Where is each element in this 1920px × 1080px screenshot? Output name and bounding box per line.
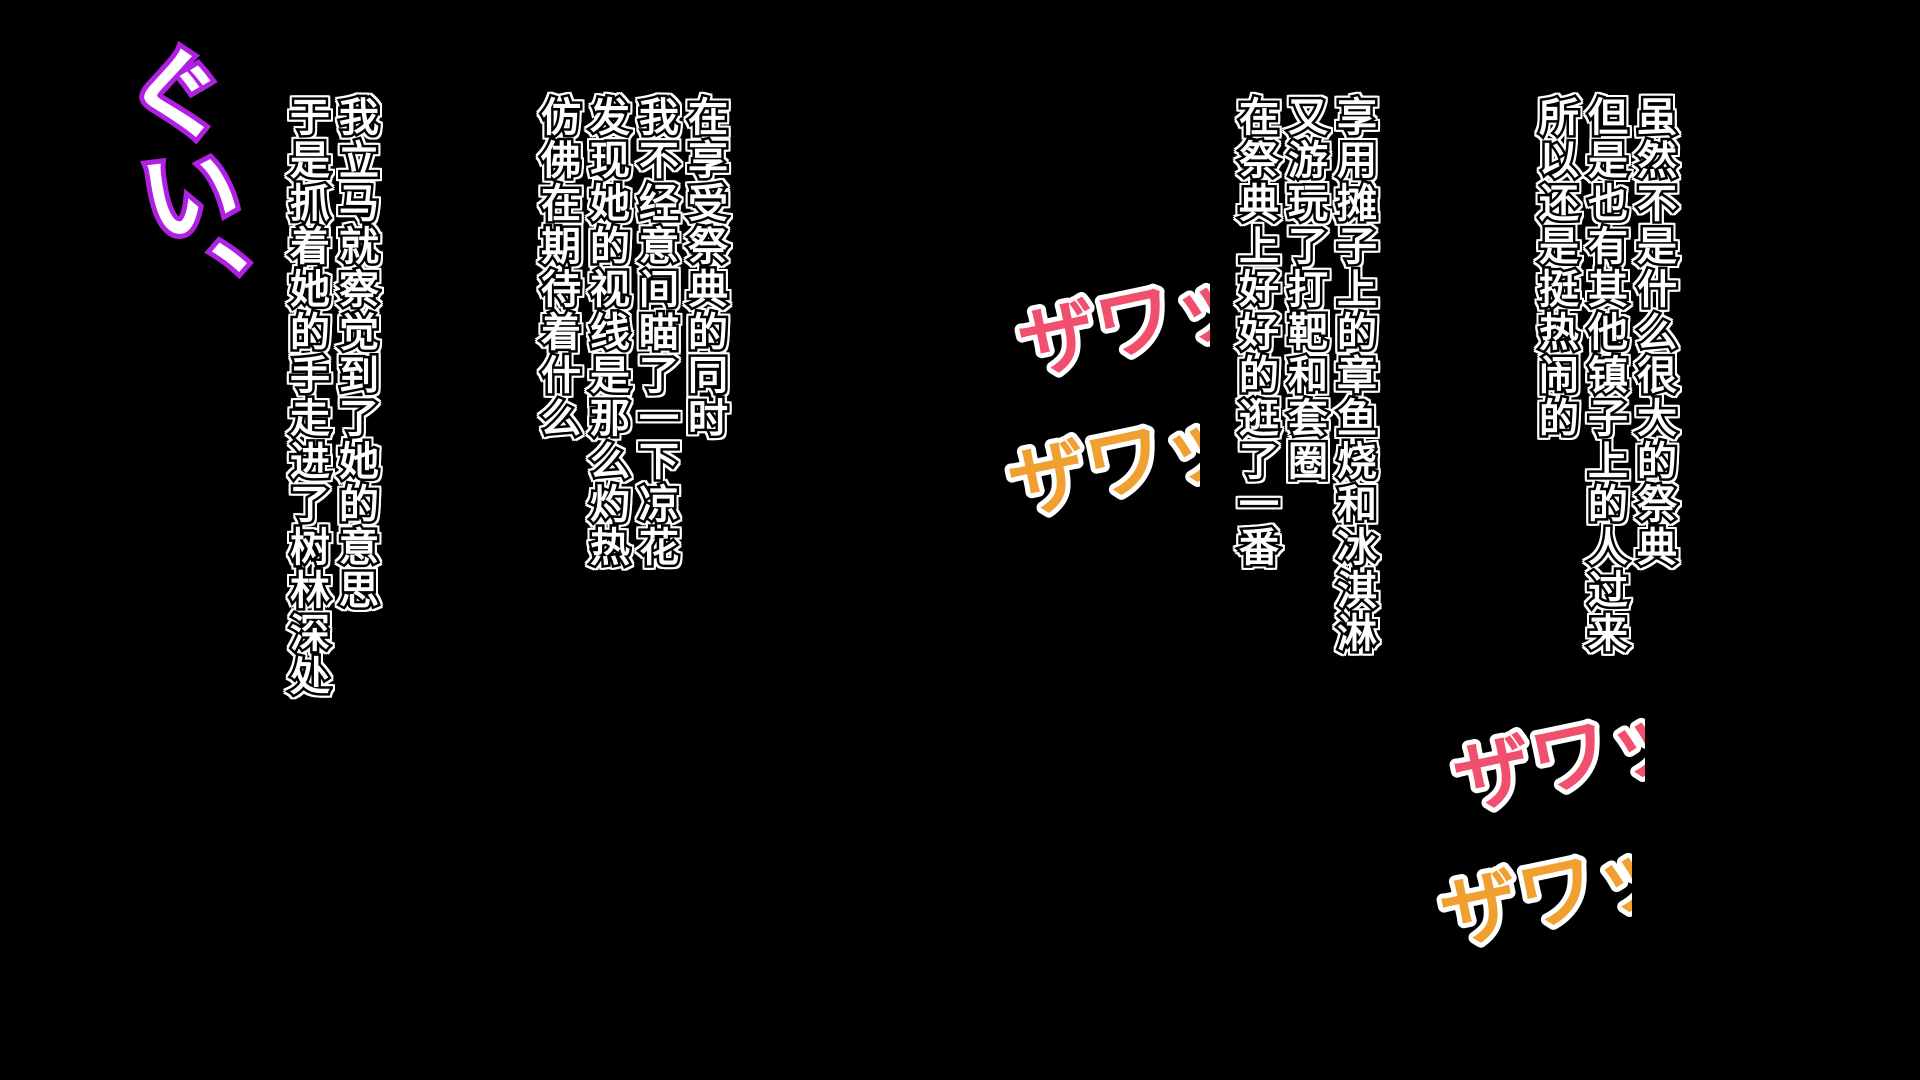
- svg-text:ザワッ: ザワッ: [1001, 400, 1200, 532]
- caption-line: 仿佛在期待着什么: [532, 94, 583, 443]
- sfx-pull-text: ぐい、: [97, 32, 265, 355]
- sfx-crowd-pink: ザワッ: [1445, 695, 1645, 832]
- svg-text:ザワッ: ザワッ: [1446, 695, 1645, 827]
- sfx-crowd-orange: ザワッ: [1432, 830, 1632, 967]
- caption-line: 享用摊子上的章鱼烧和冰淇淋: [1328, 94, 1379, 658]
- sfx-crowd-pink: ザワッ: [1010, 260, 1210, 397]
- caption-line: 虽然不是什么很大的祭典: [1628, 94, 1679, 572]
- svg-text:ザワッ: ザワッ: [1433, 830, 1632, 962]
- caption-line: 我立马就察觉到了她的意思: [330, 94, 381, 615]
- svg-text:ザワッ: ザワッ: [1011, 260, 1210, 392]
- caption-line: 又游玩了打靶和套圈: [1279, 94, 1330, 486]
- caption-line: 发现她的视线是那么灼热: [581, 94, 632, 572]
- sfx-crowd-orange: ザワッ: [1000, 400, 1200, 537]
- caption-line: 我不经意间瞄了一下凉花: [630, 94, 681, 572]
- caption-line: 在祭典上好好的逛了一番: [1230, 94, 1281, 572]
- caption-line: 于是抓着她的手走进了树林深处: [281, 94, 332, 701]
- caption-line: 但是也有其他镇子上的人过来: [1579, 94, 1630, 658]
- caption-line: 所以还是挺热闹的: [1530, 94, 1581, 443]
- caption-line: 在享受祭典的同时: [679, 94, 730, 443]
